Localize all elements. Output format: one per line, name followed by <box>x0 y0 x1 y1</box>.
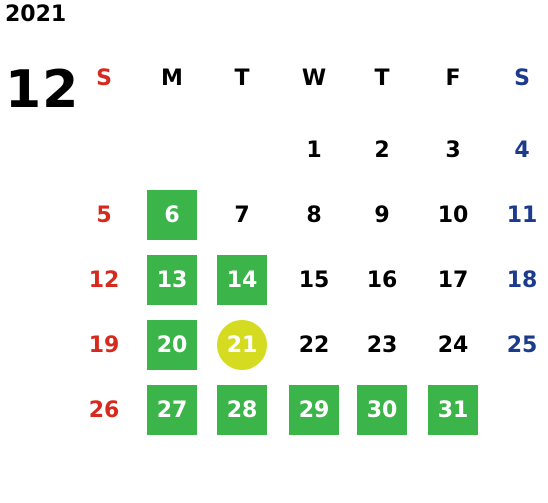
calendar-day-26[interactable]: 26 <box>88 397 120 423</box>
calendar-day-20[interactable]: 20 <box>147 320 197 370</box>
calendar-day-15[interactable]: 15 <box>298 267 330 293</box>
calendar-day-10[interactable]: 10 <box>437 202 469 228</box>
calendar-day-21[interactable]: 21 <box>217 320 267 370</box>
calendar-day-5[interactable]: 5 <box>96 202 112 228</box>
calendar-day-28[interactable]: 28 <box>217 385 267 435</box>
calendar-day-29[interactable]: 29 <box>289 385 339 435</box>
calendar-day-12[interactable]: 12 <box>88 267 120 293</box>
calendar-day-13[interactable]: 13 <box>147 255 197 305</box>
calendar-day-17[interactable]: 17 <box>437 267 469 293</box>
weekday-header-sat: S <box>514 66 530 91</box>
calendar-day-2[interactable]: 2 <box>374 137 390 163</box>
weekday-header-fri: F <box>445 66 461 91</box>
calendar-day-19[interactable]: 19 <box>88 332 120 358</box>
weekday-header-tue: T <box>234 66 250 91</box>
calendar-day-14[interactable]: 14 <box>217 255 267 305</box>
calendar-day-4[interactable]: 4 <box>514 137 530 163</box>
calendar-day-25[interactable]: 25 <box>506 332 538 358</box>
calendar-day-1[interactable]: 1 <box>306 137 322 163</box>
calendar-year: 2021 <box>5 2 67 27</box>
calendar-day-30[interactable]: 30 <box>357 385 407 435</box>
calendar-day-8[interactable]: 8 <box>306 202 322 228</box>
calendar-day-18[interactable]: 18 <box>506 267 538 293</box>
weekday-header-wed: W <box>301 66 327 91</box>
calendar-day-7[interactable]: 7 <box>234 202 250 228</box>
weekday-header-sun: S <box>96 66 112 91</box>
calendar-day-11[interactable]: 11 <box>506 202 538 228</box>
calendar-day-3[interactable]: 3 <box>445 137 461 163</box>
calendar-day-9[interactable]: 9 <box>374 202 390 228</box>
calendar-day-6[interactable]: 6 <box>147 190 197 240</box>
calendar-day-27[interactable]: 27 <box>147 385 197 435</box>
calendar-day-16[interactable]: 16 <box>366 267 398 293</box>
calendar-day-23[interactable]: 23 <box>366 332 398 358</box>
calendar-month: 12 <box>5 60 80 120</box>
calendar-day-22[interactable]: 22 <box>298 332 330 358</box>
calendar-day-24[interactable]: 24 <box>437 332 469 358</box>
weekday-header-mon: M <box>161 66 183 91</box>
weekday-header-thu: T <box>374 66 390 91</box>
calendar-day-31[interactable]: 31 <box>428 385 478 435</box>
